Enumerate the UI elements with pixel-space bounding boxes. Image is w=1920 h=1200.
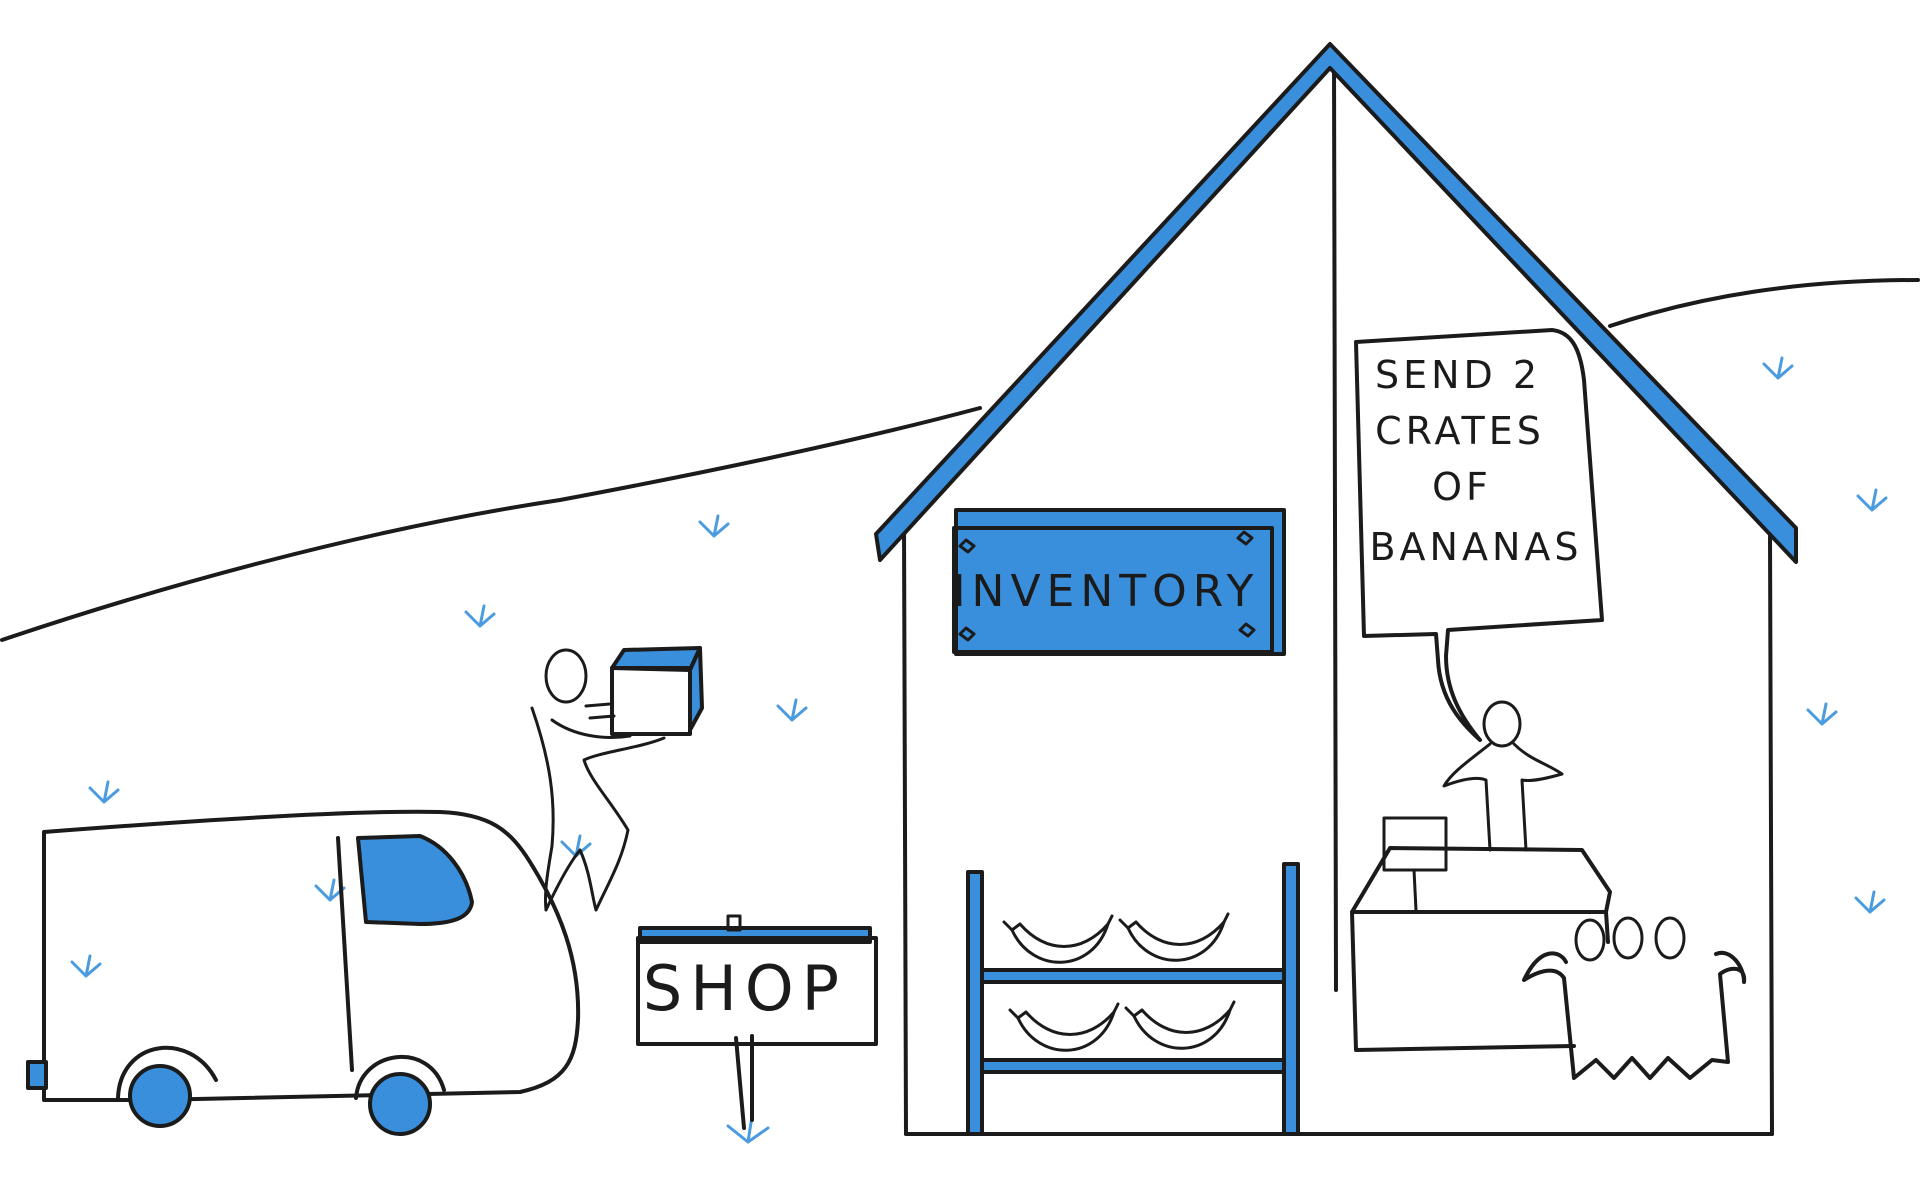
person-arm: [550, 718, 632, 739]
inventory-sign-board: [952, 526, 1274, 654]
inventory-sign-label: INVENTORY: [953, 566, 1260, 617]
shop-sign-label: SHOP: [643, 952, 847, 1025]
counter-body: [1350, 910, 1610, 1052]
grass-icon: [1856, 488, 1888, 512]
shop-signpost: SHOP: [636, 914, 878, 1130]
person-body: [530, 706, 666, 912]
shop-sign-board: [636, 936, 878, 1046]
banana-icon: [1124, 1000, 1236, 1050]
grass-icon: [1806, 702, 1838, 726]
speech-bubble: SEND 2 CRATES OF BANANAS: [1354, 328, 1604, 742]
shop-building: INVENTORY: [874, 42, 1798, 1136]
speech-line-3: OF: [1432, 465, 1492, 509]
grass-icon: [698, 514, 730, 538]
crowd-body: [1522, 950, 1747, 1080]
grass-icon: [70, 954, 102, 978]
van-window: [356, 834, 474, 926]
customer-head-3: [1654, 916, 1686, 960]
hill-left: [0, 406, 982, 642]
banana-shelf: [966, 862, 1300, 1136]
shop-counter: [1350, 816, 1612, 1052]
building-center-line: [1332, 56, 1338, 992]
counter-top: [1350, 846, 1612, 914]
speech-line-2: CRATES: [1375, 409, 1545, 453]
grass-icon: [88, 780, 120, 804]
van-front-arch: [116, 1045, 218, 1100]
van-front-wheel: [128, 1064, 192, 1128]
customer-head-1: [1574, 918, 1606, 962]
customer-head-2: [1612, 916, 1644, 960]
shelf-right-post: [1282, 862, 1300, 1136]
shelf-lower-plank: [980, 1058, 1286, 1074]
grass-icon: [726, 1114, 770, 1144]
grass-icon: [1854, 890, 1886, 914]
inventory-sign-bolts: [958, 530, 1256, 642]
register-icon: [1382, 816, 1448, 872]
shop-sign-knob: [726, 914, 742, 932]
delivery-person: [530, 646, 704, 912]
grass-icon: [464, 604, 496, 628]
van-bumper: [26, 1060, 48, 1090]
shelf-upper-plank: [980, 968, 1286, 984]
grass-icon: [776, 698, 808, 722]
grass-icon: [1762, 356, 1794, 380]
shelf-left-post: [966, 870, 984, 1136]
van-door-line: [336, 836, 354, 1072]
building-left-wall: [902, 522, 908, 1136]
shopkeeper-body: [1442, 742, 1564, 852]
person-head: [544, 648, 588, 704]
van-rear-wheel: [368, 1072, 432, 1136]
hill-right: [1608, 278, 1920, 328]
van-icon: [26, 809, 581, 1136]
banana-icon: [1002, 914, 1114, 964]
van-rear-arch: [354, 1055, 446, 1100]
register-stand: [1412, 868, 1418, 912]
speech-bubble-body: [1354, 328, 1604, 742]
speech-line-1: SEND 2: [1375, 353, 1541, 397]
shop-sign-post: [734, 1034, 754, 1130]
motion-lines: [584, 702, 616, 720]
banana-icon: [1118, 912, 1230, 962]
speech-line-4: BANANAS: [1369, 525, 1582, 569]
crowd-icon: [1522, 916, 1747, 1080]
building-roof: [874, 42, 1798, 564]
hills: [0, 278, 1920, 642]
inventory-sign: INVENTORY: [952, 508, 1286, 656]
van-body: [42, 809, 581, 1102]
building-right-wall: [1768, 532, 1774, 1136]
shopkeeper: [1442, 700, 1564, 852]
shopkeeper-head: [1482, 700, 1522, 748]
banana-icon: [1008, 1002, 1120, 1052]
crate-box: [610, 646, 704, 736]
